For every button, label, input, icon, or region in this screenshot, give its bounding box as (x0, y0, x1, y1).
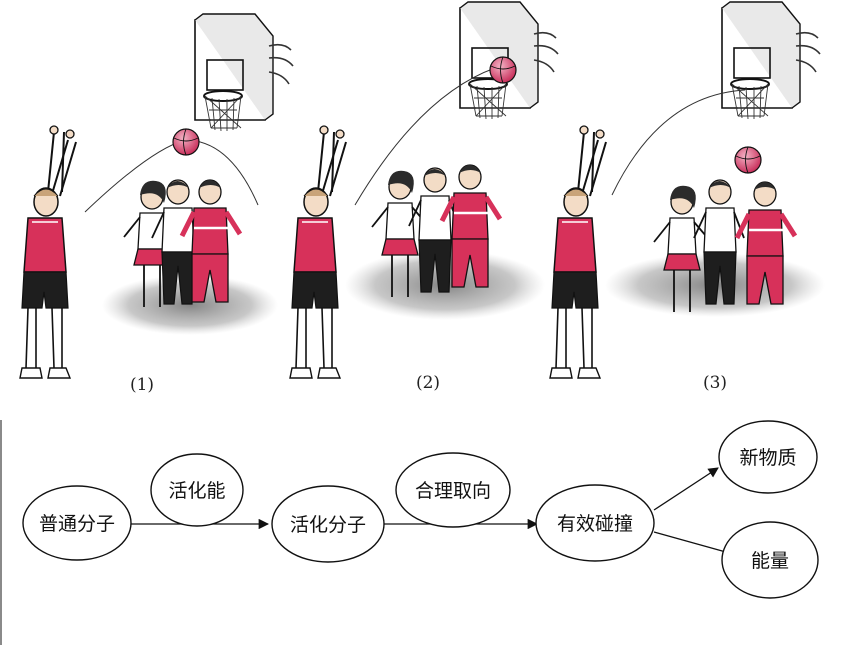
shooter-figure (549, 125, 607, 379)
floor-shadow (102, 275, 278, 335)
backboard-icon (721, 1, 821, 120)
basketball-icon (489, 56, 517, 84)
arrow-collision-to-energy (653, 531, 735, 557)
panel-2: (2) (289, 1, 559, 393)
panel-label-3: (3) (703, 373, 727, 393)
panel-1: (1) (19, 13, 294, 395)
node-activated-molecule-label: 活化分子 (290, 514, 366, 536)
basketball-illustration: (1) (2) (3) (19, 1, 825, 395)
ball-trajectory (354, 67, 496, 206)
basketball-icon (172, 128, 200, 156)
node-effective-collision-label: 有效碰撞 (557, 513, 633, 535)
node-activation-energy-label: 活化能 (168, 480, 225, 502)
shooter-figure (19, 125, 77, 379)
panel-3: (3) (549, 1, 825, 393)
panel-label-1: (1) (130, 375, 154, 395)
node-activation-energy: 活化能 (150, 453, 244, 527)
panel-label-2: (2) (416, 373, 440, 393)
node-effective-collision: 有效碰撞 (535, 484, 655, 562)
left-rule (0, 420, 2, 645)
ball-trajectory (611, 89, 746, 196)
arrow-collision-to-new-substance (653, 467, 719, 511)
node-new-substance-label: 新物质 (739, 447, 796, 469)
node-orientation-label: 合理取向 (415, 480, 491, 502)
basketball-icon (734, 146, 762, 174)
node-orientation: 合理取向 (395, 452, 511, 528)
node-activated-molecule: 活化分子 (271, 485, 385, 563)
backboard-icon (194, 13, 294, 132)
reaction-flow-diagram: 普通分子 活化能 活化分子 合理取向 有效碰撞 新物质 能量 (22, 420, 819, 599)
node-ordinary-molecule-label: 普通分子 (39, 513, 115, 535)
node-new-substance: 新物质 (718, 420, 818, 494)
node-energy: 能量 (721, 521, 819, 599)
node-ordinary-molecule: 普通分子 (22, 485, 132, 561)
shooter-figure (289, 125, 347, 379)
node-energy-label: 能量 (751, 550, 789, 572)
